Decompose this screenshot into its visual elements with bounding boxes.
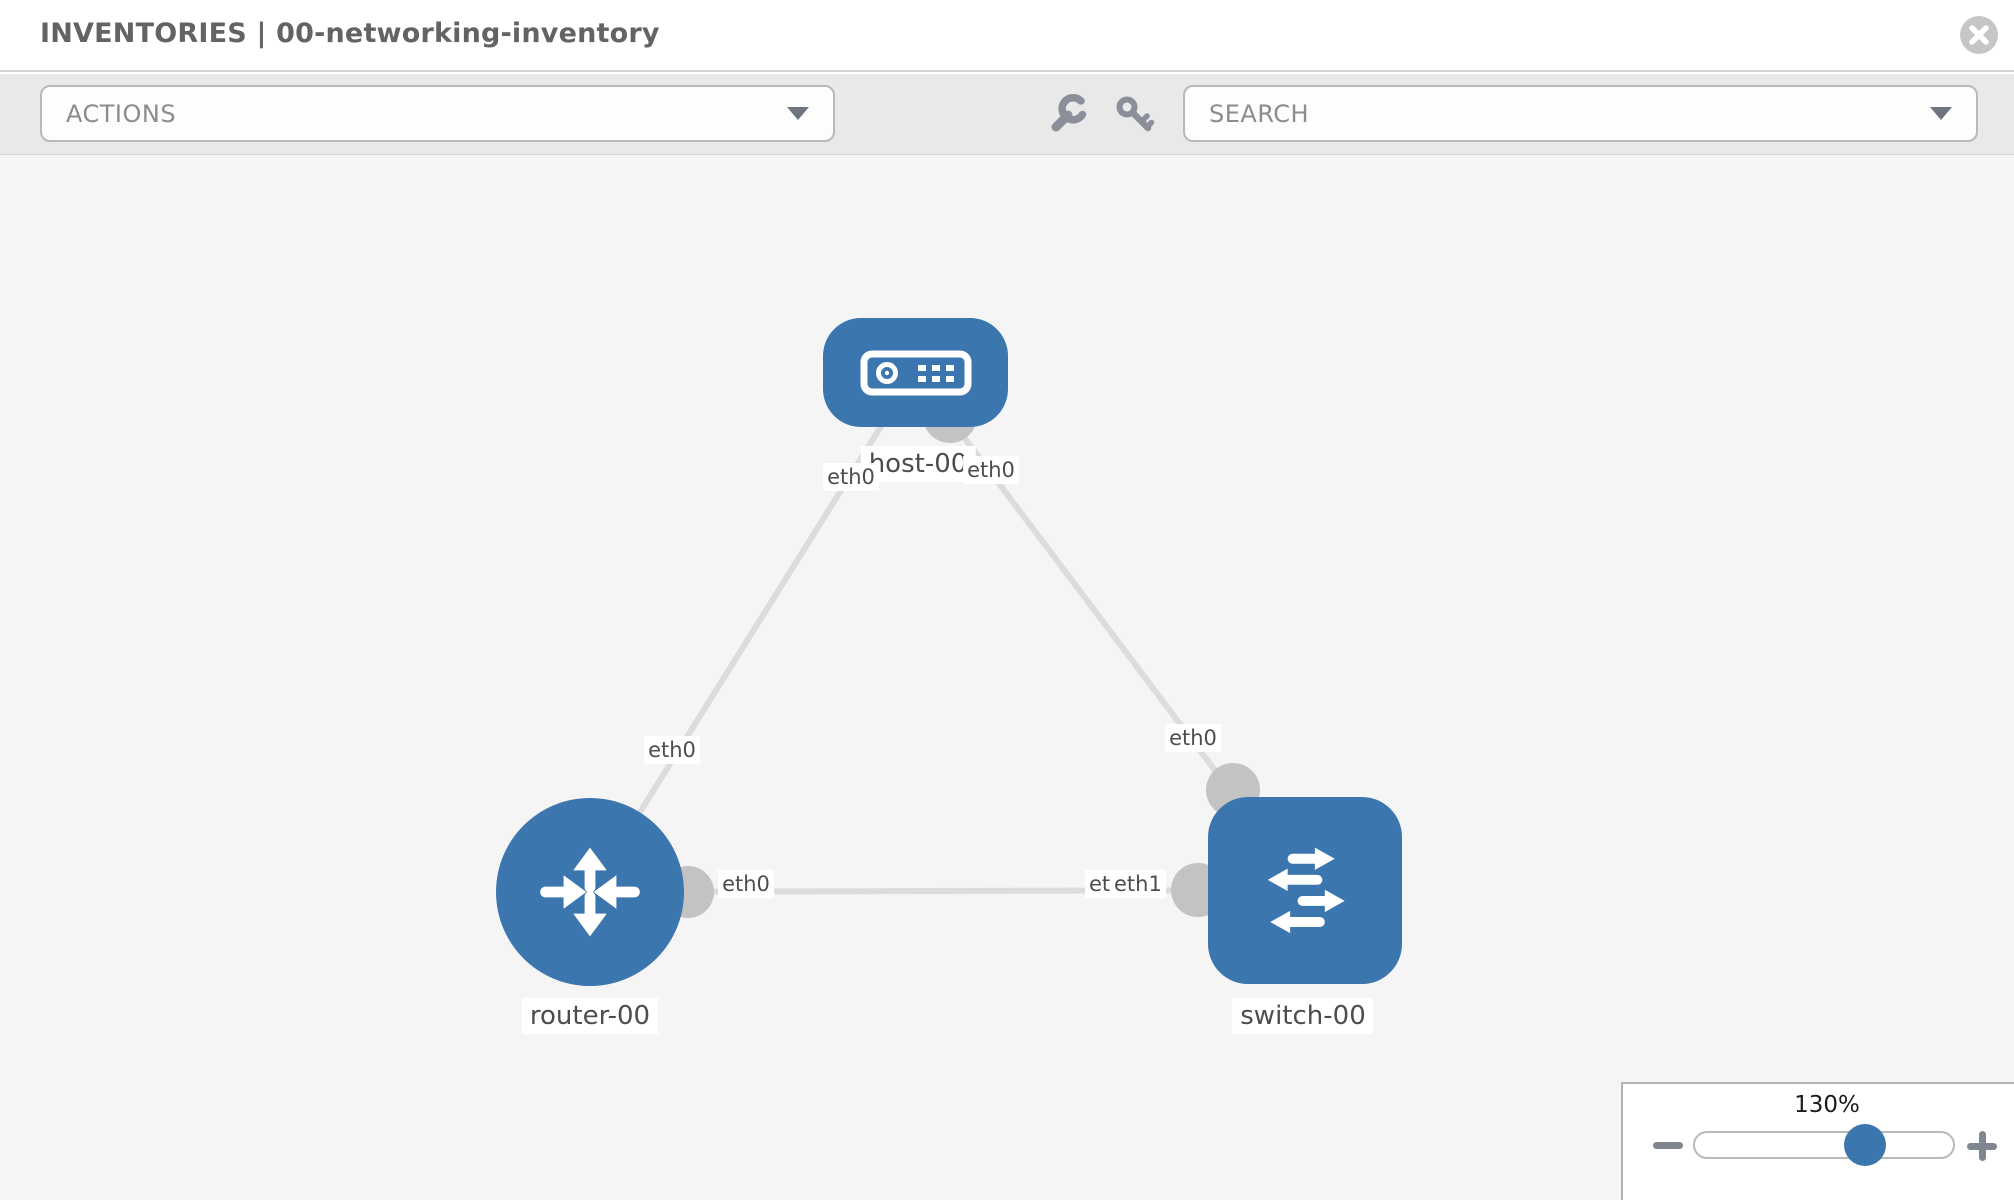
topology-canvas[interactable]: host-00 router-00 switch-00 eth0 eth0 et…	[0, 155, 2014, 1200]
header: INVENTORIES | 00-networking-inventory	[0, 0, 2014, 72]
node-label-host: host-00	[860, 446, 976, 482]
key-icon	[1116, 96, 1155, 132]
node-router-00[interactable]	[496, 798, 684, 986]
node-host-00[interactable]	[823, 318, 1008, 427]
toolbar: ACTIONS SEARCH	[0, 74, 2014, 155]
zoom-slider-handle[interactable]	[1844, 1124, 1886, 1166]
iface-label-switch-top: eth0	[1165, 724, 1221, 752]
topology-links-layer	[587, 370, 1308, 918]
zoom-in-button[interactable]	[1967, 1131, 1997, 1161]
search-dropdown[interactable]: SEARCH	[1183, 85, 1978, 142]
iface-label-host-right: eth0	[963, 456, 1019, 484]
node-label-router: router-00	[521, 998, 659, 1034]
chevron-down-icon	[1930, 107, 1952, 120]
node-switch-00[interactable]	[1208, 797, 1402, 984]
page-title: INVENTORIES | 00-networking-inventory	[40, 18, 660, 49]
router-icon	[540, 847, 640, 937]
chevron-down-icon	[787, 107, 809, 120]
iface-label-router-top: eth0	[644, 736, 700, 764]
search-input[interactable]: SEARCH	[1209, 99, 1310, 128]
configure-button[interactable]	[1045, 92, 1091, 138]
close-icon	[1969, 25, 1989, 45]
zoom-level-value: 130%	[1794, 1092, 1860, 1118]
close-button[interactable]	[1960, 16, 1998, 54]
zoom-slider-track[interactable]	[1693, 1131, 1955, 1159]
iface-label-switch-left-over: eth1	[1110, 870, 1166, 898]
zoom-out-button[interactable]	[1653, 1142, 1683, 1149]
iface-label-host-left: eth0	[823, 463, 879, 491]
switch-icon	[1267, 847, 1345, 933]
host-server-icon	[860, 350, 971, 395]
iface-label-router-right: eth0	[718, 870, 774, 898]
credentials-button[interactable]	[1112, 92, 1158, 138]
zoom-control-panel: 130%	[1621, 1082, 2014, 1200]
wrench-icon	[1051, 94, 1087, 132]
node-label-switch: switch-00	[1232, 998, 1374, 1034]
actions-dropdown-label: ACTIONS	[66, 99, 177, 128]
actions-dropdown[interactable]: ACTIONS	[40, 85, 835, 142]
